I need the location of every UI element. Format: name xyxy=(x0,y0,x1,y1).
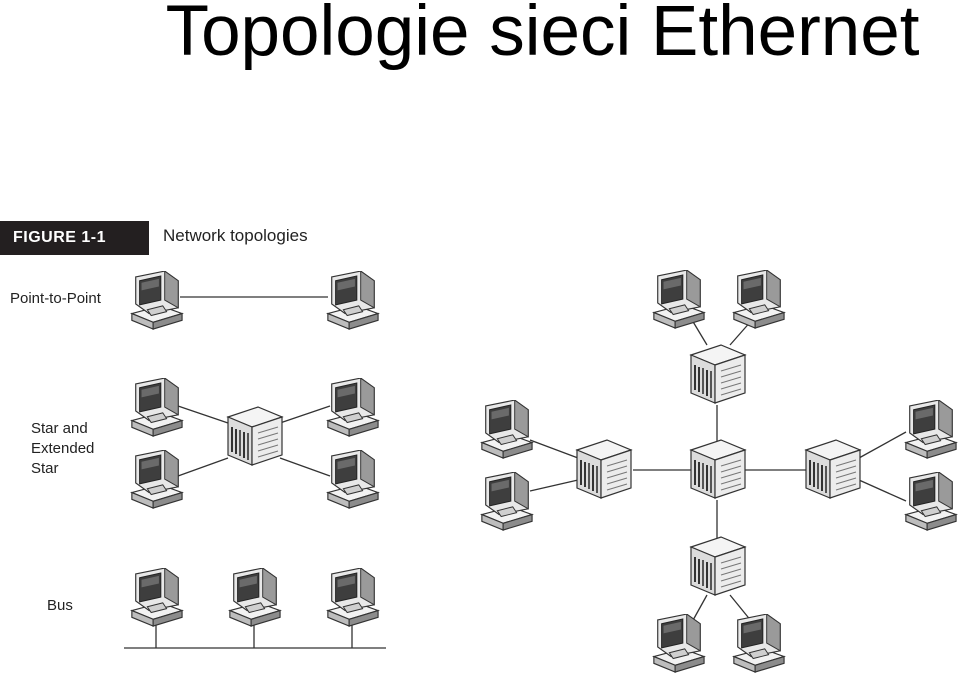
computer-icon xyxy=(327,271,379,330)
hub-icon xyxy=(690,439,746,499)
computer-icon xyxy=(733,614,785,673)
ext-star-link xyxy=(529,439,579,459)
star-link xyxy=(177,457,229,477)
computer-icon xyxy=(327,450,379,509)
slide-title: Topologie sieci Ethernet xyxy=(165,0,920,71)
hub-icon xyxy=(690,344,746,404)
ext-star-link xyxy=(529,479,579,492)
star-link xyxy=(279,457,331,477)
figure-label: FIGURE 1-1 xyxy=(0,221,149,255)
ext-star-link xyxy=(858,431,907,459)
computer-icon xyxy=(733,270,785,329)
hub-icon xyxy=(805,439,861,499)
hub-icon xyxy=(690,536,746,596)
ext-star-link xyxy=(858,479,907,502)
point-to-point-label: Point-to-Point xyxy=(10,290,101,307)
star-label: Star and Extended Star xyxy=(31,420,95,477)
bus-label: Bus xyxy=(47,597,73,614)
computer-icon xyxy=(131,450,183,509)
computer-icon xyxy=(131,378,183,437)
computer-icon xyxy=(131,568,183,627)
star-link xyxy=(279,405,331,424)
computer-icon xyxy=(905,400,957,459)
computer-icon xyxy=(229,568,281,627)
computer-icon xyxy=(131,271,183,330)
figure-caption: Network topologies xyxy=(163,226,308,245)
hub-icon xyxy=(576,439,632,499)
computer-icon xyxy=(327,568,379,627)
computer-icon xyxy=(653,614,705,673)
hub-icon xyxy=(227,406,283,466)
star-link xyxy=(177,405,229,424)
ext-star-link xyxy=(691,594,708,623)
computer-icon xyxy=(481,472,533,531)
computer-icon xyxy=(327,378,379,437)
computer-icon xyxy=(653,270,705,329)
ext-star-link xyxy=(691,319,708,346)
computer-icon xyxy=(905,472,957,531)
computer-icon xyxy=(481,400,533,459)
